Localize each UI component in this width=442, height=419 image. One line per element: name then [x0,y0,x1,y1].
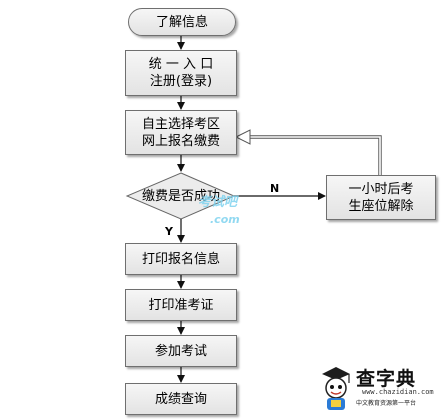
print-ticket-label: 打印准考证 [148,297,214,313]
seat-release-node: 一小时后考 生座位解除 [326,175,436,220]
logo-url: www.chazidian.com [362,388,434,396]
take-exam-node: 参加考试 [125,335,237,367]
decision-label: 缴费是否成功 [127,188,235,205]
score-query-node: 成绩查询 [125,383,237,415]
arrow-return-to-select [234,129,382,175]
logo-slogan: 中文教育资源第一平台 [356,400,417,407]
select-pay-label-line1: 自主选择考区 [141,116,220,132]
start-node: 了解信息 [128,8,236,36]
seat-release-line1: 一小时后考 [348,181,414,197]
select-pay-label-line2: 网上报名缴费 [141,133,220,149]
start-label: 了解信息 [155,14,208,30]
watermark-text: 考试吧 [198,195,238,210]
logo-title: 查字典 [356,368,417,390]
print-info-label: 打印报名信息 [141,251,220,267]
score-query-label: 成绩查询 [154,391,207,407]
yes-label: Y [165,225,173,238]
register-label-line1: 统 一 入 口 [148,57,214,72]
watermark-sub: .com [210,213,240,226]
no-label: N [270,182,280,195]
decision-text: 缴费是否成功 [141,189,220,204]
register-label-line2: 注册(登录) [149,74,213,89]
site-logo: 查字典 www.chazidian.com 中文教育资源第一平台 [318,364,436,414]
select-pay-node: 自主选择考区 网上报名缴费 [125,110,237,155]
print-info-node: 打印报名信息 [125,243,237,275]
mascot-icon [322,367,350,410]
register-node: 统 一 入 口 注册(登录) [125,50,237,96]
print-ticket-node: 打印准考证 [125,289,237,321]
take-exam-label: 参加考试 [154,343,207,359]
seat-release-line2: 生座位解除 [348,198,414,214]
